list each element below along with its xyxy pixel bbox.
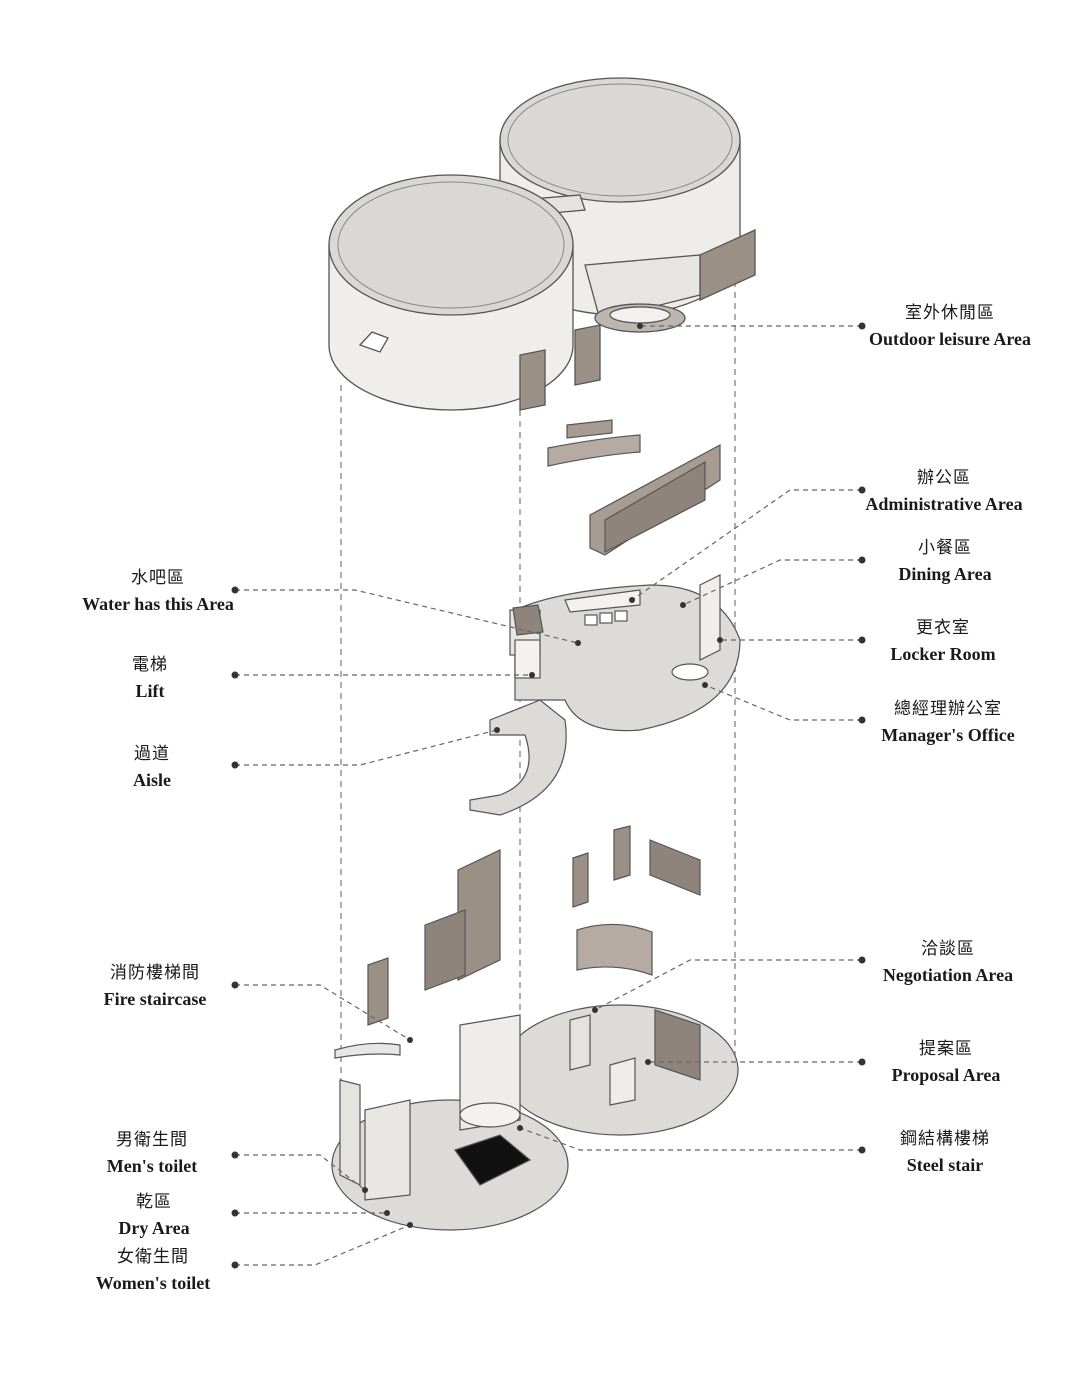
label-zh: 提案區 bbox=[919, 1039, 973, 1059]
label-fire-staircase: 消防樓梯間 Fire staircase bbox=[103, 963, 207, 1009]
label-en: Lift bbox=[135, 681, 165, 701]
label-en: Dining Area bbox=[898, 564, 992, 584]
label-lift: 電梯 Lift bbox=[132, 655, 168, 701]
leader-dots bbox=[231, 322, 866, 1269]
label-en: Aisle bbox=[133, 770, 171, 790]
label-steel-stair: 鋼結構樓梯 Steel stair bbox=[900, 1129, 990, 1175]
label-dry-area: 乾區 Dry Area bbox=[118, 1192, 190, 1238]
label-aisle: 過道 Aisle bbox=[133, 744, 171, 790]
label-en: Water has this Area bbox=[82, 594, 234, 614]
roof-level bbox=[328, 77, 756, 411]
label-en: Proposal Area bbox=[891, 1065, 1001, 1085]
label-en: Women's toilet bbox=[95, 1273, 211, 1293]
label-zh: 女衛生間 bbox=[117, 1247, 189, 1267]
label-zh: 男衛生間 bbox=[115, 1130, 188, 1150]
label-administrative-area: 辦公區 Administrative Area bbox=[865, 468, 1023, 514]
leader-lines bbox=[235, 325, 862, 1266]
ground-floor bbox=[331, 1004, 739, 1231]
label-water-bar-area: 水吧區 Water has this Area bbox=[82, 568, 234, 614]
label-en: Manager's Office bbox=[881, 725, 1015, 745]
label-mens-toilet: 男衛生間 Men's toilet bbox=[106, 1130, 198, 1176]
label-zh: 洽談區 bbox=[921, 939, 975, 959]
label-outdoor-leisure-area: 室外休閒區 Outdoor leisure Area bbox=[869, 303, 1031, 349]
label-womens-toilet: 女衛生間 Women's toilet bbox=[95, 1247, 211, 1293]
label-managers-office: 總經理辦公室 Manager's Office bbox=[881, 699, 1015, 745]
label-zh: 電梯 bbox=[132, 655, 168, 675]
label-en: Men's toilet bbox=[106, 1156, 198, 1176]
middle-floor bbox=[469, 574, 741, 816]
label-locker-room: 更衣室 Locker Room bbox=[890, 618, 996, 664]
label-en: Administrative Area bbox=[865, 494, 1023, 514]
label-zh: 鋼結構樓梯 bbox=[900, 1129, 990, 1149]
label-en: Fire staircase bbox=[103, 989, 207, 1009]
lower-partitions bbox=[367, 825, 701, 1026]
label-en: Dry Area bbox=[118, 1218, 190, 1238]
alignment-guides bbox=[340, 270, 736, 1200]
label-zh: 室外休閒區 bbox=[905, 303, 995, 323]
label-zh: 小餐區 bbox=[918, 538, 972, 558]
label-negotiation-area: 洽談區 Negotiation Area bbox=[882, 939, 1014, 985]
label-zh: 總經理辦公室 bbox=[893, 699, 1002, 719]
label-en: Locker Room bbox=[890, 644, 996, 664]
label-zh: 辦公區 bbox=[917, 468, 971, 488]
label-en: Steel stair bbox=[906, 1155, 984, 1175]
label-proposal-area: 提案區 Proposal Area bbox=[891, 1039, 1001, 1085]
label-en: Negotiation Area bbox=[882, 965, 1014, 985]
label-zh: 乾區 bbox=[136, 1192, 172, 1212]
label-dining-area: 小餐區 Dining Area bbox=[898, 538, 992, 584]
label-zh: 消防樓梯間 bbox=[109, 963, 200, 983]
label-zh: 過道 bbox=[134, 744, 170, 764]
label-zh: 水吧區 bbox=[131, 568, 185, 588]
label-zh: 更衣室 bbox=[916, 618, 970, 638]
admin-furniture bbox=[547, 419, 721, 556]
label-en: Outdoor leisure Area bbox=[869, 329, 1031, 349]
